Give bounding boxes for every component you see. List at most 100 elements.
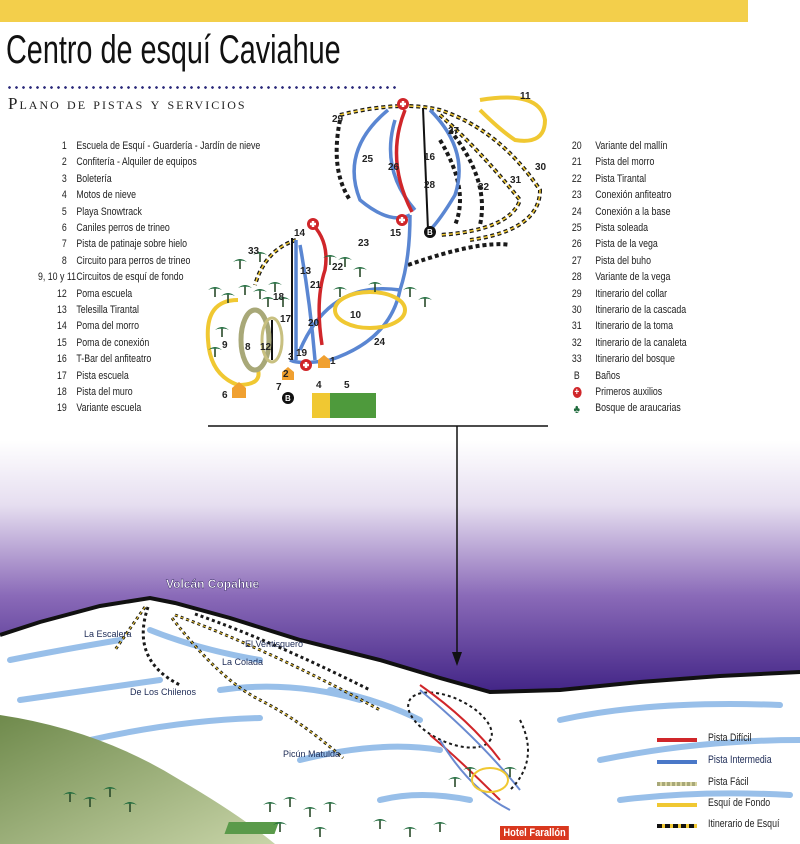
item-number: 4: [61, 189, 67, 202]
map-number-label: 19: [296, 348, 308, 359]
page-title: Centro de esquí Caviahue: [6, 28, 341, 72]
item-label: Conexión a la base: [595, 205, 671, 218]
item-label: Pista escuela: [76, 369, 129, 382]
legend-intermediate: Pista Intermedia: [708, 754, 772, 766]
map-number-label: 6: [222, 390, 228, 401]
panorama-itineraries-yellow: [114, 606, 381, 759]
item-number: B: [573, 369, 580, 382]
item-number: 29: [571, 287, 582, 300]
map-number-label: 12: [260, 342, 272, 353]
item-number: 17: [57, 369, 67, 382]
map-number-label: 29: [332, 114, 344, 125]
map-number-label: 20: [308, 318, 320, 329]
map-number-label: 18: [273, 292, 285, 303]
item-number: 30: [571, 304, 582, 316]
item-label: Telesilla Tirantal: [76, 304, 140, 316]
restroom-icon: [424, 226, 436, 238]
legend-easy-swatch: [657, 782, 697, 786]
item-label: Itinerario de la toma: [595, 320, 673, 333]
map-number-label: 27: [448, 126, 460, 137]
place-label: De Los Chilenos: [130, 687, 197, 697]
item-number: 19: [57, 402, 67, 415]
item-label: Pista de la vega: [595, 238, 658, 251]
map-number-label: 28: [424, 180, 436, 191]
legend-itinerary-swatch: [657, 824, 697, 828]
panorama-ski-area: [224, 684, 529, 834]
map-number-label: 32: [478, 182, 490, 193]
item-label: Variante de la vega: [595, 271, 671, 284]
item-number: 7: [61, 238, 67, 251]
snowtrack-area: [312, 393, 330, 418]
item-number: 20: [571, 140, 582, 152]
map-number-label: 16: [424, 152, 436, 163]
mountain-snow: [0, 598, 800, 844]
item-number: 12: [57, 287, 67, 300]
map-number-label: 25: [362, 154, 374, 165]
item-label: Itinerario de la cascada: [595, 304, 687, 316]
legend-intermediate-swatch: [657, 760, 697, 764]
dotted-divider: [6, 86, 398, 89]
item-label: Conexión anfiteatro: [595, 189, 672, 202]
map-number-label: 4: [316, 380, 322, 391]
item-label: Poma de conexión: [76, 336, 150, 349]
map-number-label: 22: [332, 262, 344, 273]
item-label: Pista del morro: [595, 156, 655, 169]
item-label: Itinerario del bosque: [595, 353, 675, 366]
place-label: El Ventisquero: [245, 639, 303, 649]
hotel-label: Hotel Farallón: [500, 826, 570, 840]
item-number: 16: [57, 353, 67, 366]
map-number-label: 11: [520, 91, 531, 102]
map-number-label: 30: [535, 162, 547, 173]
item-label: Motos de nieve: [76, 189, 137, 202]
item-number: 26: [571, 238, 582, 251]
item-label: Poma escuela: [76, 287, 133, 300]
item-label: Caniles perros de trineo: [76, 222, 170, 234]
map-number-label: 5: [344, 380, 350, 391]
item-number: 28: [571, 271, 582, 284]
item-number: 18: [57, 386, 67, 398]
item-number: 6: [61, 222, 67, 234]
place-label: La Colada: [222, 657, 263, 667]
snowtrack-area: [330, 393, 376, 418]
legend-nordic: Esquí de Fondo: [708, 797, 771, 809]
legend-difficult-swatch: [657, 738, 697, 742]
item-label: Variante del mallín: [595, 140, 668, 152]
map-number-label: 21: [310, 280, 322, 291]
legend-easy: Pista Fácil: [708, 776, 749, 788]
araucaria-tree-icon: ♣: [573, 402, 580, 417]
place-label: Picún Matulda: [283, 749, 340, 759]
item-label: Boletería: [76, 172, 112, 185]
item-label: Pista de patinaje sobre hielo: [76, 238, 187, 251]
item-label: Baños: [595, 369, 621, 382]
first-aid-icon: +: [568, 386, 586, 398]
item-number: 13: [57, 304, 67, 316]
map-number-label: 24: [374, 337, 386, 348]
map-number-label: 13: [300, 266, 312, 277]
top-yellow-band: [0, 0, 748, 22]
first-aid-icon: [300, 98, 409, 371]
item-number: 5: [61, 205, 67, 218]
item-number: 9, 10 y 11: [38, 271, 76, 284]
item-label: Pista del muro: [76, 386, 133, 398]
item-number: 33: [571, 353, 582, 366]
item-label: Primeros auxilios: [595, 386, 663, 398]
item-number: 1: [61, 140, 67, 152]
arrow-head-icon: [452, 652, 462, 666]
volcano-label: Volcán Copahue: [166, 577, 259, 591]
map-number-label: B: [427, 228, 433, 237]
map-number-label: 3: [288, 352, 294, 363]
item-label: T-Bar del anfiteatro: [76, 353, 152, 366]
green-hill: [0, 715, 275, 844]
map-number-label: B: [285, 394, 291, 403]
map-number-label: 33: [248, 246, 260, 257]
map-number-label: 9: [222, 340, 228, 351]
legend-itinerary: Itinerario de Esquí: [708, 818, 780, 830]
map-number-label: 17: [280, 314, 292, 325]
item-number: 3: [61, 172, 67, 185]
item-number: 25: [571, 222, 582, 234]
item-number: 27: [571, 254, 582, 267]
map-number-label: 7: [276, 382, 282, 393]
item-number: 24: [571, 205, 582, 218]
map-number-label: 31: [510, 175, 522, 186]
